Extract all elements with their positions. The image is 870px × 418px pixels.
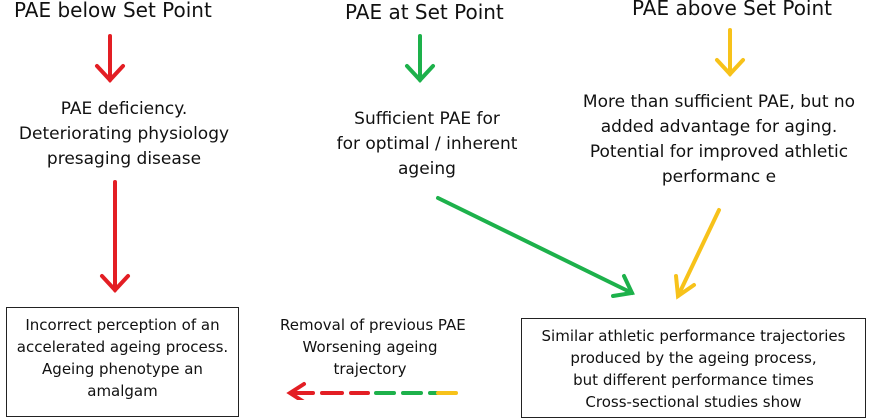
red-arrow-down	[100, 180, 130, 293]
green-arrow-top	[405, 34, 435, 83]
description-line: PAE deficiency.	[60, 99, 188, 119]
description-line: Potential for improved athletic	[589, 142, 849, 162]
box-line: accelerated ageing process.	[16, 338, 229, 356]
description-line: added advantage for aging.	[600, 117, 838, 137]
box-line: Cross-sectional studies show	[585, 393, 802, 411]
left-outcome-box: Incorrect perception of an accelerated a…	[6, 307, 239, 417]
description-line: presaging disease	[46, 149, 202, 169]
description-below: PAE deficiency. Deteriorating physiology…	[18, 97, 230, 172]
heading-below-set-point: PAE below Set Point	[14, 0, 212, 22]
description-line: More than sufficient PAE, but no	[582, 92, 856, 112]
right-outcome-box: Similar athletic performance trajectorie…	[521, 318, 866, 418]
description-line: performanc e	[661, 167, 777, 187]
note-line: Removal of previous PAE	[280, 316, 466, 334]
yellow-arrow-top	[715, 28, 745, 77]
arrows-layer	[95, 28, 745, 400]
box-line: Ageing phenotype an	[42, 360, 203, 378]
box-line: produced by the ageing process,	[570, 349, 817, 367]
heading-above-set-point: PAE above Set Point	[632, 0, 832, 20]
description-line: Sufficient PAE for	[354, 109, 500, 129]
red-arrow-top	[95, 34, 125, 83]
description-line: Deteriorating physiology	[18, 124, 230, 144]
note-line: trajectory	[333, 360, 407, 378]
description-above: More than sufficient PAE, but no added a…	[574, 90, 864, 190]
box-line: amalgam	[87, 382, 158, 400]
dashed-arrow-left	[286, 382, 458, 400]
yellow-arrow-diagonal	[674, 208, 721, 300]
box-line: but different performance times	[573, 371, 814, 389]
note-line: Worsening ageing	[302, 338, 438, 356]
middle-note: Removal of previous PAE Worsening ageing…	[280, 314, 466, 380]
heading-at-set-point: PAE at Set Point	[345, 0, 504, 24]
description-line: ageing	[398, 159, 456, 179]
green-arrow-diagonal	[436, 196, 635, 298]
box-line: Incorrect perception of an	[25, 316, 220, 334]
description-at: Sufficient PAE for for optimal / inheren…	[318, 107, 536, 182]
description-line: for optimal / inherent	[336, 134, 518, 154]
box-line: Similar athletic performance trajectorie…	[541, 327, 846, 345]
